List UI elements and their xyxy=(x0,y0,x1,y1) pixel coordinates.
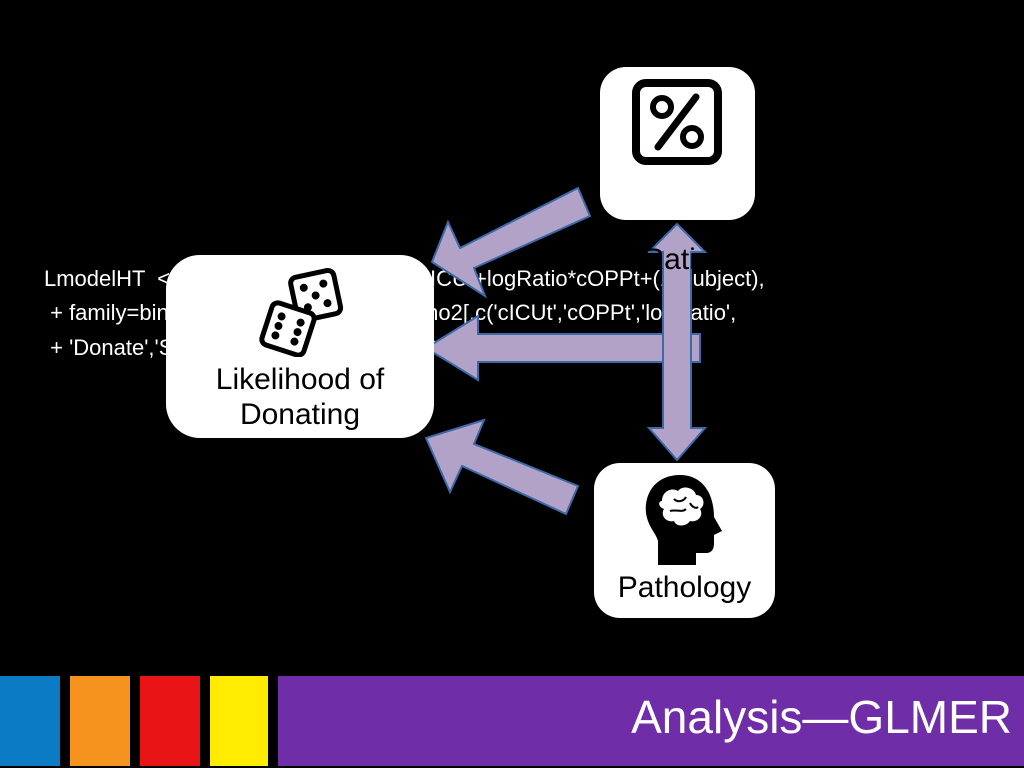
ratio-label: Ratio xyxy=(642,243,713,276)
arrow-pathology-to-likelihood xyxy=(424,418,580,516)
percent-icon xyxy=(632,79,722,165)
footer-swatch-blue xyxy=(0,676,60,766)
dice-icon xyxy=(259,267,344,357)
pathology-label: Pathology xyxy=(617,571,752,604)
ratio-node: Ratio xyxy=(600,67,755,276)
likelihood-label-line1: Likelihood of xyxy=(215,363,385,396)
arrow-ratio-to-likelihood xyxy=(430,186,592,299)
arrow-ratio-pathology xyxy=(646,222,708,462)
slide-title: Analysis—GLMER xyxy=(631,691,1012,743)
footer-swatch-yellow xyxy=(210,676,268,766)
pathology-node: Pathology xyxy=(594,463,775,618)
footer-swatch-red xyxy=(140,676,200,766)
footer-bar: Analysis—GLMER xyxy=(0,676,1024,766)
footer-title-band: Analysis—GLMER xyxy=(278,676,1024,766)
likelihood-label: Likelihood of Donating xyxy=(166,363,434,432)
likelihood-label-line2: Donating xyxy=(239,397,361,431)
footer-swatch-orange xyxy=(70,676,130,766)
likelihood-node: Likelihood of Donating xyxy=(166,255,434,438)
head-brain-icon xyxy=(645,475,722,565)
arrow-center-to-likelihood xyxy=(424,314,701,382)
